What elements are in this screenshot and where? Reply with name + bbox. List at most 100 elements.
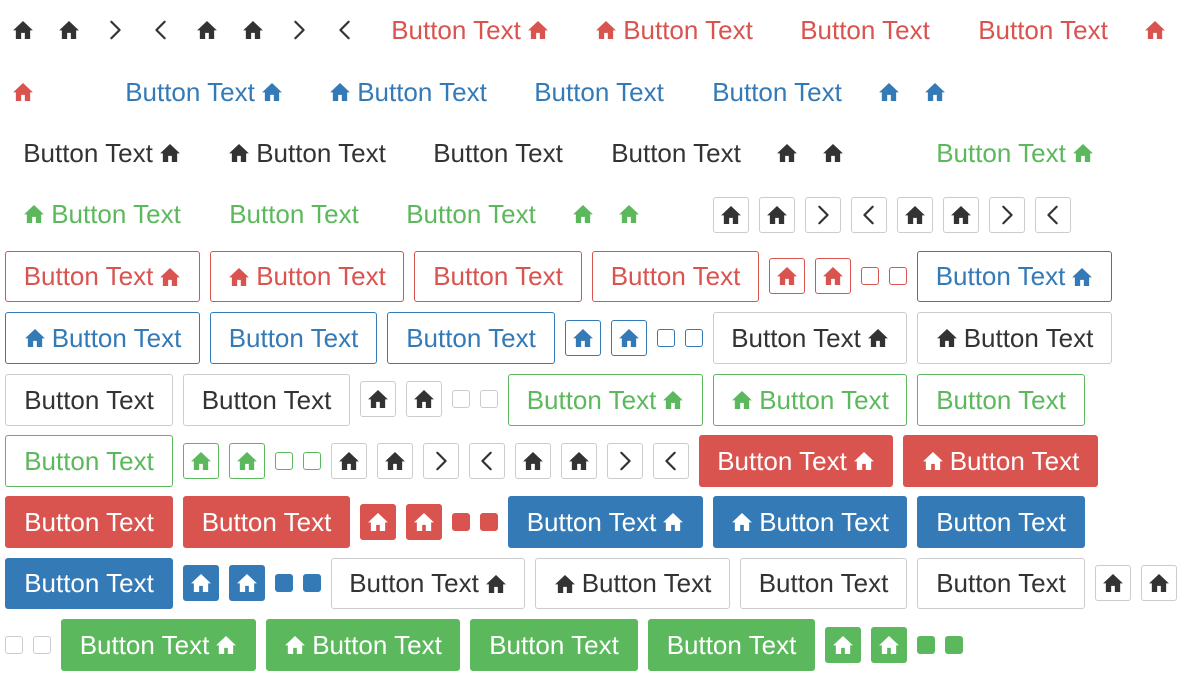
- default-link-chevron-left-icon-button[interactable]: [143, 4, 179, 56]
- success-link-button[interactable]: Button Text: [210, 188, 378, 240]
- default-link-button[interactable]: Button Text: [210, 127, 404, 179]
- success-outline-button[interactable]: Button Text: [917, 374, 1085, 426]
- danger-solid-home-icon-button[interactable]: [406, 504, 442, 540]
- primary-solid-empty-button[interactable]: [303, 574, 321, 592]
- primary-solid-button[interactable]: Button Text: [917, 496, 1085, 548]
- default-outline-button[interactable]: Button Text: [917, 312, 1112, 364]
- primary-solid-home-icon-button[interactable]: [183, 565, 219, 601]
- success-solid-button[interactable]: Button Text: [470, 619, 638, 671]
- primary-solid-empty-button[interactable]: [275, 574, 293, 592]
- default-link-chevron-right-icon-button[interactable]: [97, 4, 133, 56]
- primary-link-home-icon-button[interactable]: [871, 66, 907, 118]
- success-link-button[interactable]: Button Text: [387, 188, 555, 240]
- default-outline-chevron-right-icon-button[interactable]: [607, 443, 643, 479]
- success-solid-empty-button[interactable]: [945, 636, 963, 654]
- default-link-home-icon-button[interactable]: [5, 4, 41, 56]
- danger-outline-button[interactable]: Button Text: [5, 251, 200, 302]
- success-solid-button[interactable]: Button Text: [61, 619, 256, 671]
- primary-solid-home-icon-button[interactable]: [229, 565, 265, 601]
- danger-outline-home-icon-button[interactable]: [815, 258, 851, 294]
- default-outline-button[interactable]: Button Text: [331, 558, 525, 609]
- default-outline-chevron-right-icon-button[interactable]: [989, 197, 1025, 233]
- danger-outline-empty-button[interactable]: [861, 267, 879, 285]
- default-outline-home-icon-button[interactable]: [759, 197, 795, 233]
- default-outline-home-icon-button[interactable]: [515, 443, 551, 479]
- danger-outline-home-icon-button[interactable]: [769, 258, 805, 294]
- danger-link-home-icon-button[interactable]: [5, 66, 41, 118]
- danger-outline-empty-button[interactable]: [889, 267, 907, 285]
- primary-solid-button[interactable]: Button Text: [713, 496, 907, 548]
- default-outline-button[interactable]: Button Text: [5, 374, 173, 426]
- success-link-button[interactable]: Button Text: [918, 127, 1112, 179]
- default-outline-button[interactable]: Button Text: [740, 558, 907, 609]
- success-link-home-icon-button[interactable]: [611, 188, 647, 240]
- danger-link-home-icon-button[interactable]: [1137, 4, 1173, 56]
- danger-outline-button[interactable]: Button Text: [210, 251, 404, 302]
- default-link-home-icon-button[interactable]: [769, 127, 805, 179]
- default-outline-empty-button[interactable]: [480, 390, 498, 408]
- default-outline-chevron-left-icon-button[interactable]: [1035, 197, 1071, 233]
- default-outline-empty-button[interactable]: [33, 636, 51, 654]
- success-outline-button[interactable]: Button Text: [713, 374, 907, 426]
- default-link-chevron-left-icon-button[interactable]: [327, 4, 363, 56]
- default-outline-home-icon-button[interactable]: [331, 443, 367, 479]
- default-link-home-icon-button[interactable]: [815, 127, 851, 179]
- primary-solid-button[interactable]: Button Text: [508, 496, 703, 548]
- danger-outline-button[interactable]: Button Text: [592, 251, 759, 302]
- default-outline-chevron-right-icon-button[interactable]: [423, 443, 459, 479]
- success-solid-button[interactable]: Button Text: [266, 619, 460, 671]
- success-solid-button[interactable]: Button Text: [648, 619, 815, 671]
- success-solid-home-icon-button[interactable]: [871, 627, 907, 663]
- default-outline-button[interactable]: Button Text: [713, 312, 907, 364]
- default-outline-chevron-left-icon-button[interactable]: [469, 443, 505, 479]
- default-outline-home-icon-button[interactable]: [561, 443, 597, 479]
- primary-outline-button[interactable]: Button Text: [5, 312, 200, 364]
- success-link-home-icon-button[interactable]: [565, 188, 601, 240]
- success-outline-button[interactable]: Button Text: [508, 374, 703, 426]
- default-link-button[interactable]: Button Text: [592, 127, 760, 179]
- primary-outline-empty-button[interactable]: [657, 329, 675, 347]
- primary-link-button[interactable]: Button Text: [311, 66, 505, 118]
- danger-solid-home-icon-button[interactable]: [360, 504, 396, 540]
- success-outline-home-icon-button[interactable]: [229, 443, 265, 479]
- default-outline-empty-button[interactable]: [5, 636, 23, 654]
- default-link-chevron-right-icon-button[interactable]: [281, 4, 317, 56]
- default-outline-home-icon-button[interactable]: [713, 197, 749, 233]
- default-outline-home-icon-button[interactable]: [377, 443, 413, 479]
- default-link-home-icon-button[interactable]: [235, 4, 271, 56]
- danger-solid-button[interactable]: Button Text: [5, 496, 173, 548]
- default-link-home-icon-button[interactable]: [189, 4, 225, 56]
- default-outline-home-icon-button[interactable]: [406, 381, 442, 417]
- default-outline-home-icon-button[interactable]: [897, 197, 933, 233]
- default-outline-button[interactable]: Button Text: [535, 558, 730, 609]
- primary-link-button[interactable]: Button Text: [693, 66, 861, 118]
- primary-solid-button[interactable]: Button Text: [5, 558, 173, 609]
- success-link-button[interactable]: Button Text: [5, 188, 199, 240]
- primary-outline-button[interactable]: Button Text: [210, 312, 377, 364]
- default-link-button[interactable]: Button Text: [414, 127, 582, 179]
- success-solid-empty-button[interactable]: [917, 636, 935, 654]
- success-outline-home-icon-button[interactable]: [183, 443, 219, 479]
- danger-outline-button[interactable]: Button Text: [414, 251, 582, 302]
- primary-link-button[interactable]: Button Text: [107, 66, 301, 118]
- primary-link-home-icon-button[interactable]: [917, 66, 953, 118]
- danger-link-button[interactable]: Button Text: [577, 4, 771, 56]
- primary-outline-button[interactable]: Button Text: [387, 312, 555, 364]
- danger-link-button[interactable]: Button Text: [373, 4, 567, 56]
- default-outline-button[interactable]: Button Text: [917, 558, 1085, 609]
- primary-outline-home-icon-button[interactable]: [611, 320, 647, 356]
- primary-outline-home-icon-button[interactable]: [565, 320, 601, 356]
- danger-solid-empty-button[interactable]: [452, 513, 470, 531]
- danger-solid-button[interactable]: Button Text: [903, 435, 1098, 487]
- success-outline-button[interactable]: Button Text: [5, 435, 173, 487]
- default-outline-chevron-left-icon-button[interactable]: [851, 197, 887, 233]
- default-outline-home-icon-button[interactable]: [1095, 565, 1131, 601]
- default-outline-home-icon-button[interactable]: [1141, 565, 1177, 601]
- default-outline-home-icon-button[interactable]: [360, 381, 396, 417]
- primary-link-button[interactable]: Button Text: [515, 66, 683, 118]
- primary-outline-empty-button[interactable]: [685, 329, 703, 347]
- default-link-home-icon-button[interactable]: [51, 4, 87, 56]
- default-outline-empty-button[interactable]: [452, 390, 470, 408]
- primary-outline-button[interactable]: Button Text: [917, 251, 1112, 302]
- danger-link-button[interactable]: Button Text: [781, 4, 949, 56]
